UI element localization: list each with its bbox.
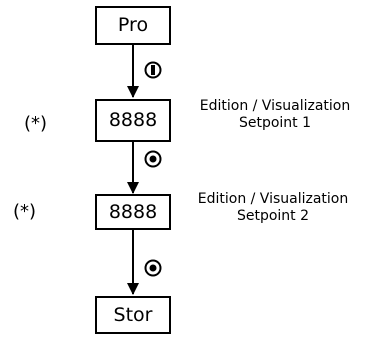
setpoint2-marker-text: (*) xyxy=(13,201,37,222)
node-stor-box: Stor xyxy=(95,296,171,334)
setpoint1-description: Edition / Visualization Setpoint 1 xyxy=(186,98,364,132)
setpoint1-description-line2: Setpoint 1 xyxy=(238,115,312,131)
setpoint1-description-line1: Edition / Visualization xyxy=(199,98,351,114)
setpoint2-description-line1: Edition / Visualization xyxy=(197,191,349,207)
setpoint1-marker-text: (*) xyxy=(24,113,48,134)
node-setpoint1-box: 8888 xyxy=(95,99,171,142)
node-setpoint1-label: 8888 xyxy=(108,109,158,131)
setpoint2-marker: (*) xyxy=(13,203,36,221)
power-key-icon xyxy=(144,61,162,79)
set-key-icon xyxy=(144,150,162,168)
node-pro-label: Pro xyxy=(117,14,149,36)
node-stor-label: Stor xyxy=(113,303,153,326)
node-setpoint2-label: 8888 xyxy=(108,200,158,223)
node-pro-box: Pro xyxy=(95,6,171,45)
setpoint2-description-line2: Setpoint 2 xyxy=(236,208,310,224)
setpoint1-marker: (*) xyxy=(24,115,47,133)
set-key-icon xyxy=(144,259,162,277)
node-setpoint2-box: 8888 xyxy=(95,194,171,230)
setpoint2-description: Edition / Visualization Setpoint 2 xyxy=(182,191,364,225)
